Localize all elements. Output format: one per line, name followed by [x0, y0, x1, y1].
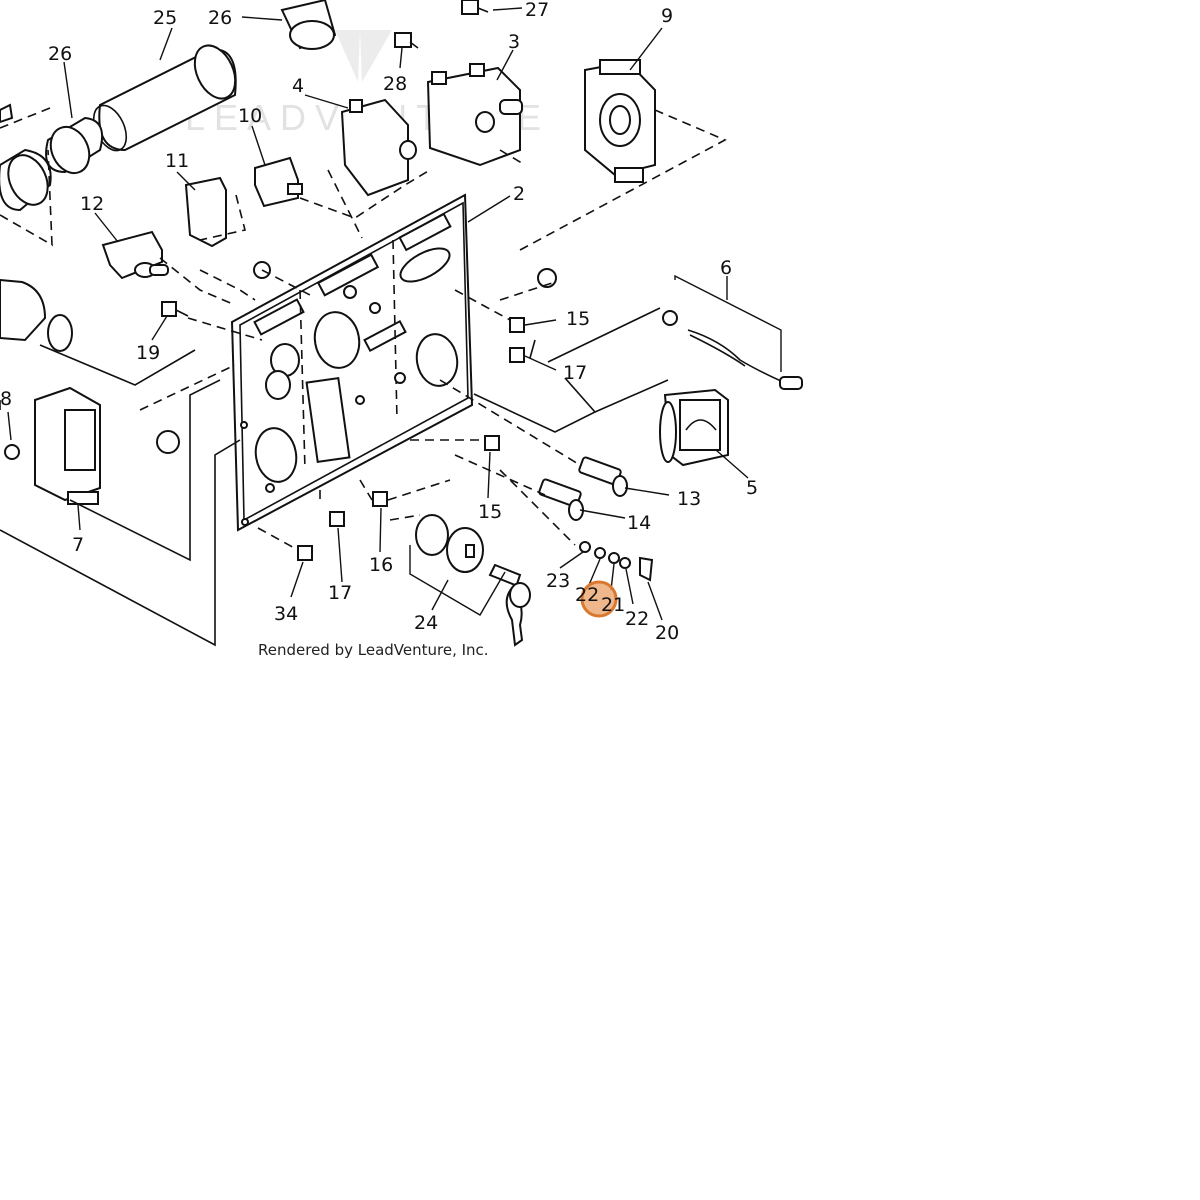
part-26-grommet [45, 0, 337, 175]
assembly-lines [0, 107, 727, 647]
part-19-screw [161, 301, 189, 317]
callout-34[interactable]: 34 [274, 603, 298, 625]
part-10-toggle-switch [254, 156, 303, 208]
part-13-fuse-holder [578, 456, 628, 497]
part-6-wire-lead [662, 310, 803, 390]
callout-6[interactable]: 6 [720, 257, 732, 279]
callout-17[interactable]: 17 [328, 582, 352, 604]
part-4-circuit-breaker [340, 98, 417, 197]
part-left-grommets [0, 103, 52, 212]
part-20-23-washers [579, 541, 654, 582]
part-27-screw [461, 0, 489, 15]
part-14-fuse-holder [538, 478, 584, 521]
part-12-toggle-switch [101, 230, 169, 280]
callout-14[interactable]: 14 [627, 512, 651, 534]
part-17-screws [329, 347, 525, 527]
callout-leaders [7, 7, 782, 621]
part-3-circuit-breaker [426, 63, 523, 167]
callout-22[interactable]: 22 [575, 584, 599, 606]
callout-27[interactable]: 27 [525, 0, 549, 21]
part-8-nut [4, 444, 20, 460]
callout-26[interactable]: 26 [208, 7, 232, 29]
part-5-meter [659, 388, 729, 467]
callout-8[interactable]: 8 [0, 388, 12, 410]
highlight-marker[interactable] [580, 580, 618, 618]
part-34-screw [297, 545, 313, 561]
callout-7[interactable]: 7 [72, 534, 84, 556]
callout-2[interactable]: 2 [513, 183, 525, 205]
part-left-motor [0, 278, 73, 352]
part-11-switch [184, 176, 227, 248]
part-25-cover-cylinder [92, 44, 237, 152]
callout-11[interactable]: 11 [165, 150, 189, 172]
callout-17[interactable]: 17 [563, 362, 587, 384]
callout-labels: 25 26 27 26 28 9 3 4 10 11 12 2 6 15 17 … [0, 0, 758, 644]
callout-26[interactable]: 26 [48, 43, 72, 65]
part-15-screws [484, 317, 525, 451]
callout-22[interactable]: 22 [625, 608, 649, 630]
callout-28[interactable]: 28 [383, 73, 407, 95]
callout-16[interactable]: 16 [369, 554, 393, 576]
callout-19[interactable]: 19 [136, 342, 160, 364]
credit-text: Rendered by LeadVenture, Inc. [258, 641, 489, 659]
part-16-screw [372, 491, 388, 507]
callout-9[interactable]: 9 [661, 5, 673, 27]
callout-24[interactable]: 24 [414, 612, 438, 634]
callout-10[interactable]: 10 [238, 105, 262, 127]
part-7-gfci-outlet [34, 386, 101, 505]
part-9-receptacle [584, 59, 656, 183]
callout-15[interactable]: 15 [478, 501, 502, 523]
callout-25[interactable]: 25 [153, 7, 177, 29]
callout-15[interactable]: 15 [566, 308, 590, 330]
part-28-screw [394, 32, 419, 49]
callout-3[interactable]: 3 [508, 31, 520, 53]
callout-20[interactable]: 20 [655, 622, 679, 644]
control-panel-plate [230, 193, 474, 532]
callout-5[interactable]: 5 [746, 477, 758, 499]
nuts [156, 261, 557, 454]
callout-13[interactable]: 13 [677, 488, 701, 510]
callout-23[interactable]: 23 [546, 570, 570, 592]
callout-21[interactable]: 21 [601, 594, 625, 616]
callout-12[interactable]: 12 [80, 193, 104, 215]
part-24-key-switch [415, 514, 531, 647]
callout-4[interactable]: 4 [292, 75, 304, 97]
